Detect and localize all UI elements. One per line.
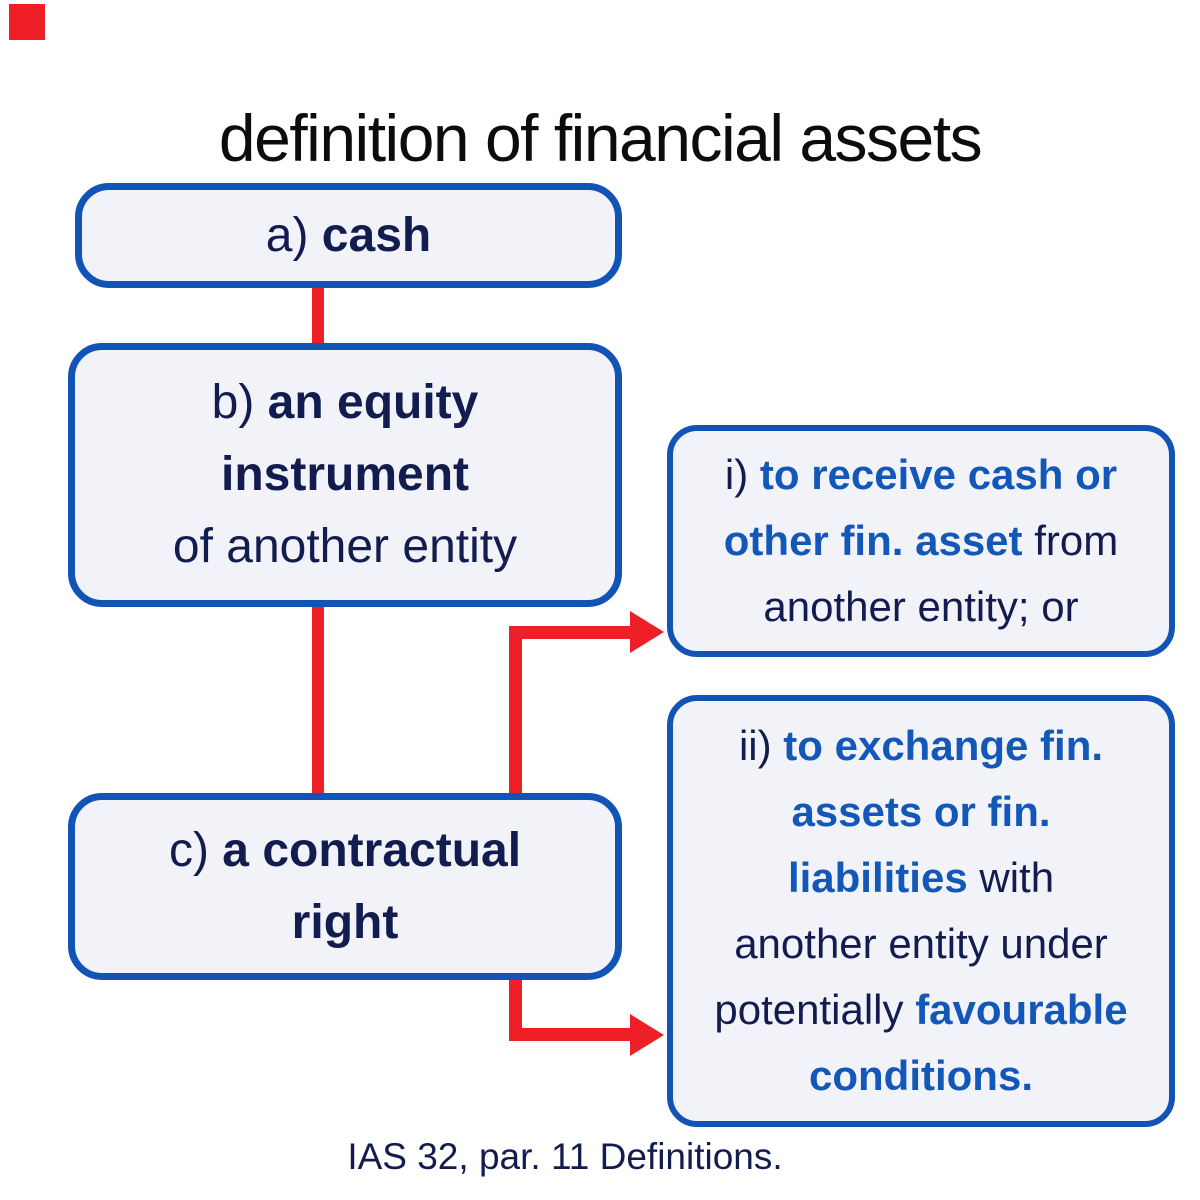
footer-citation: IAS 32, par. 11 Definitions. [347, 1136, 783, 1177]
box-text-line: i) to receive cash or [724, 451, 1118, 498]
arrowhead-box-ii-icon [630, 1014, 664, 1056]
box-a-cash: a) cash [75, 183, 622, 288]
connector-b-to-c [312, 604, 324, 796]
box-b-equity-instrument: b) an equity instrument of another entity [68, 343, 622, 607]
arrow-line-to-box-i [509, 626, 635, 639]
box-text-line: instrument [220, 448, 469, 501]
box-text-line: another entity under [734, 920, 1108, 967]
page-title: definition of financial assets [218, 101, 983, 176]
box-c-contractual-right: c) a contractual right [68, 793, 622, 980]
box-text-line: conditions. [809, 1052, 1033, 1099]
box-text-line: another entity; or [763, 583, 1079, 630]
box-text-line: assets or fin. [791, 788, 1051, 835]
box-text-line: other fin. asset from [723, 517, 1119, 564]
box-text-line: a) cash [265, 208, 432, 262]
box-text-line: of another entity [172, 520, 518, 573]
red-square-decoration [9, 4, 45, 40]
box-text-line: ii) to exchange fin. [738, 722, 1104, 769]
box-text-line: c) a contractual [168, 823, 522, 877]
box-text-line: potentially favourable [714, 986, 1128, 1033]
box-ii-exchange-instruments: ii) to exchange fin. assets or fin. liabil… [667, 695, 1175, 1127]
arrow-line-to-box-ii [509, 1028, 635, 1041]
box-text-line: liabilities with [787, 854, 1055, 901]
box-text-line: b) an equity [211, 376, 479, 429]
box-text-line: right [291, 895, 399, 949]
connector-a-to-b [312, 286, 324, 346]
arrowhead-box-i-icon [630, 611, 664, 653]
box-i-receive-cash: i) to receive cash or other fin. asset fr… [667, 425, 1175, 657]
